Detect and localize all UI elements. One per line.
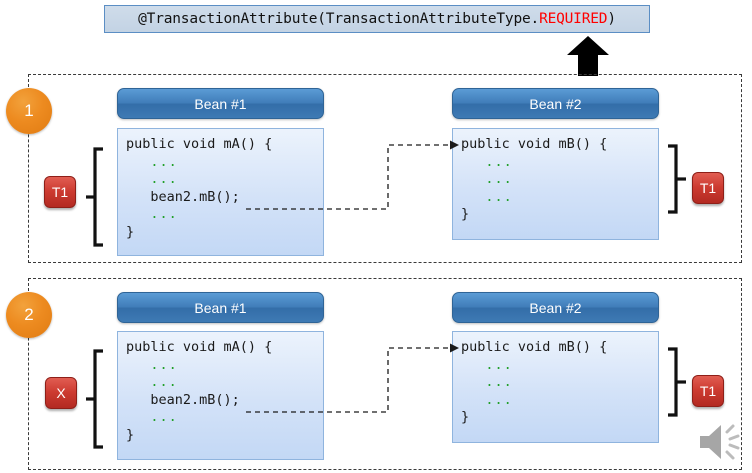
bean1-dots-b-row1: ...	[150, 171, 178, 187]
bean2-dots-b-row2: ...	[485, 374, 513, 390]
bean1-signature-row2: public void mA() {	[126, 339, 273, 355]
transaction-badge-left-row1-label: T1	[51, 184, 69, 200]
bean1-close-row2: }	[126, 426, 135, 443]
step-2-label: 2	[24, 305, 34, 324]
bean2-title-row2: Bean #2	[529, 299, 582, 316]
bean2-dots-c-row1: ...	[485, 188, 513, 205]
transaction-badge-left-row1: T1	[44, 176, 76, 208]
bean2-code-row2: public void mB() { ... ... ... }	[452, 331, 659, 443]
transaction-badge-right-row2: T1	[692, 375, 724, 407]
bean1-code-row2: public void mA() { ... ... bean2.mB(); .…	[117, 331, 324, 460]
bean1-call-row2: bean2.mB();	[150, 391, 240, 408]
bean1-close-row1: }	[126, 223, 135, 240]
bean1-dots-c-row1: ...	[150, 206, 178, 222]
rollback-badge-left-row2: X	[45, 377, 77, 409]
bean1-dots-a-row1: ...	[150, 153, 178, 170]
bean2-header-row1: Bean #2	[452, 88, 659, 119]
bean1-title-row1: Bean #1	[194, 95, 247, 112]
transaction-badge-right-row1-label: T1	[699, 180, 717, 196]
bean1-call-row1: bean2.mB();	[150, 188, 240, 205]
bean2-close-row2: }	[461, 409, 470, 425]
bean2-signature-row2: public void mB() {	[461, 339, 608, 355]
bean2-dots-a-row2: ...	[485, 356, 513, 373]
speaker-icon	[700, 424, 740, 460]
bean1-dots-c-row2: ...	[150, 409, 178, 425]
step-1-label: 1	[24, 101, 34, 120]
bean2-title-row1: Bean #2	[529, 95, 582, 112]
step-number-1: 1	[6, 88, 52, 134]
transaction-badge-right-row1: T1	[692, 172, 724, 204]
bean1-signature-row1: public void mA() {	[126, 136, 273, 152]
rollback-badge-left-row2-label: X	[56, 385, 66, 401]
bean2-dots-b-row1: ...	[485, 171, 513, 187]
bean1-code-row1: public void mA() { ... ... bean2.mB(); .…	[117, 128, 324, 256]
bean2-dots-c-row2: ...	[485, 391, 513, 408]
annotation-prefix: @TransactionAttribute(TransactionAttribu…	[138, 11, 540, 27]
annotation-suffix: )	[607, 11, 616, 27]
transaction-badge-right-row2-label: T1	[699, 383, 717, 399]
bean2-dots-a-row1: ...	[485, 153, 513, 170]
bean2-close-row1: }	[461, 206, 470, 222]
transaction-attribute-annotation: @TransactionAttribute(TransactionAttribu…	[104, 5, 650, 33]
bean2-code-row1: public void mB() { ... ... ... }	[452, 128, 659, 240]
bean2-signature-row1: public void mB() {	[461, 136, 608, 152]
bean1-title-row2: Bean #1	[194, 299, 247, 316]
up-arrow-icon	[567, 36, 609, 76]
scenario-2-frame	[28, 278, 742, 470]
scenario-1-frame	[28, 74, 742, 263]
bean1-dots-a-row2: ...	[150, 356, 178, 373]
bean1-dots-b-row2: ...	[150, 374, 178, 390]
bean1-header-row2: Bean #1	[117, 292, 324, 323]
bean1-header-row1: Bean #1	[117, 88, 324, 119]
step-number-2: 2	[6, 292, 52, 338]
annotation-required-value: REQUIRED	[539, 11, 608, 27]
bean2-header-row2: Bean #2	[452, 292, 659, 323]
